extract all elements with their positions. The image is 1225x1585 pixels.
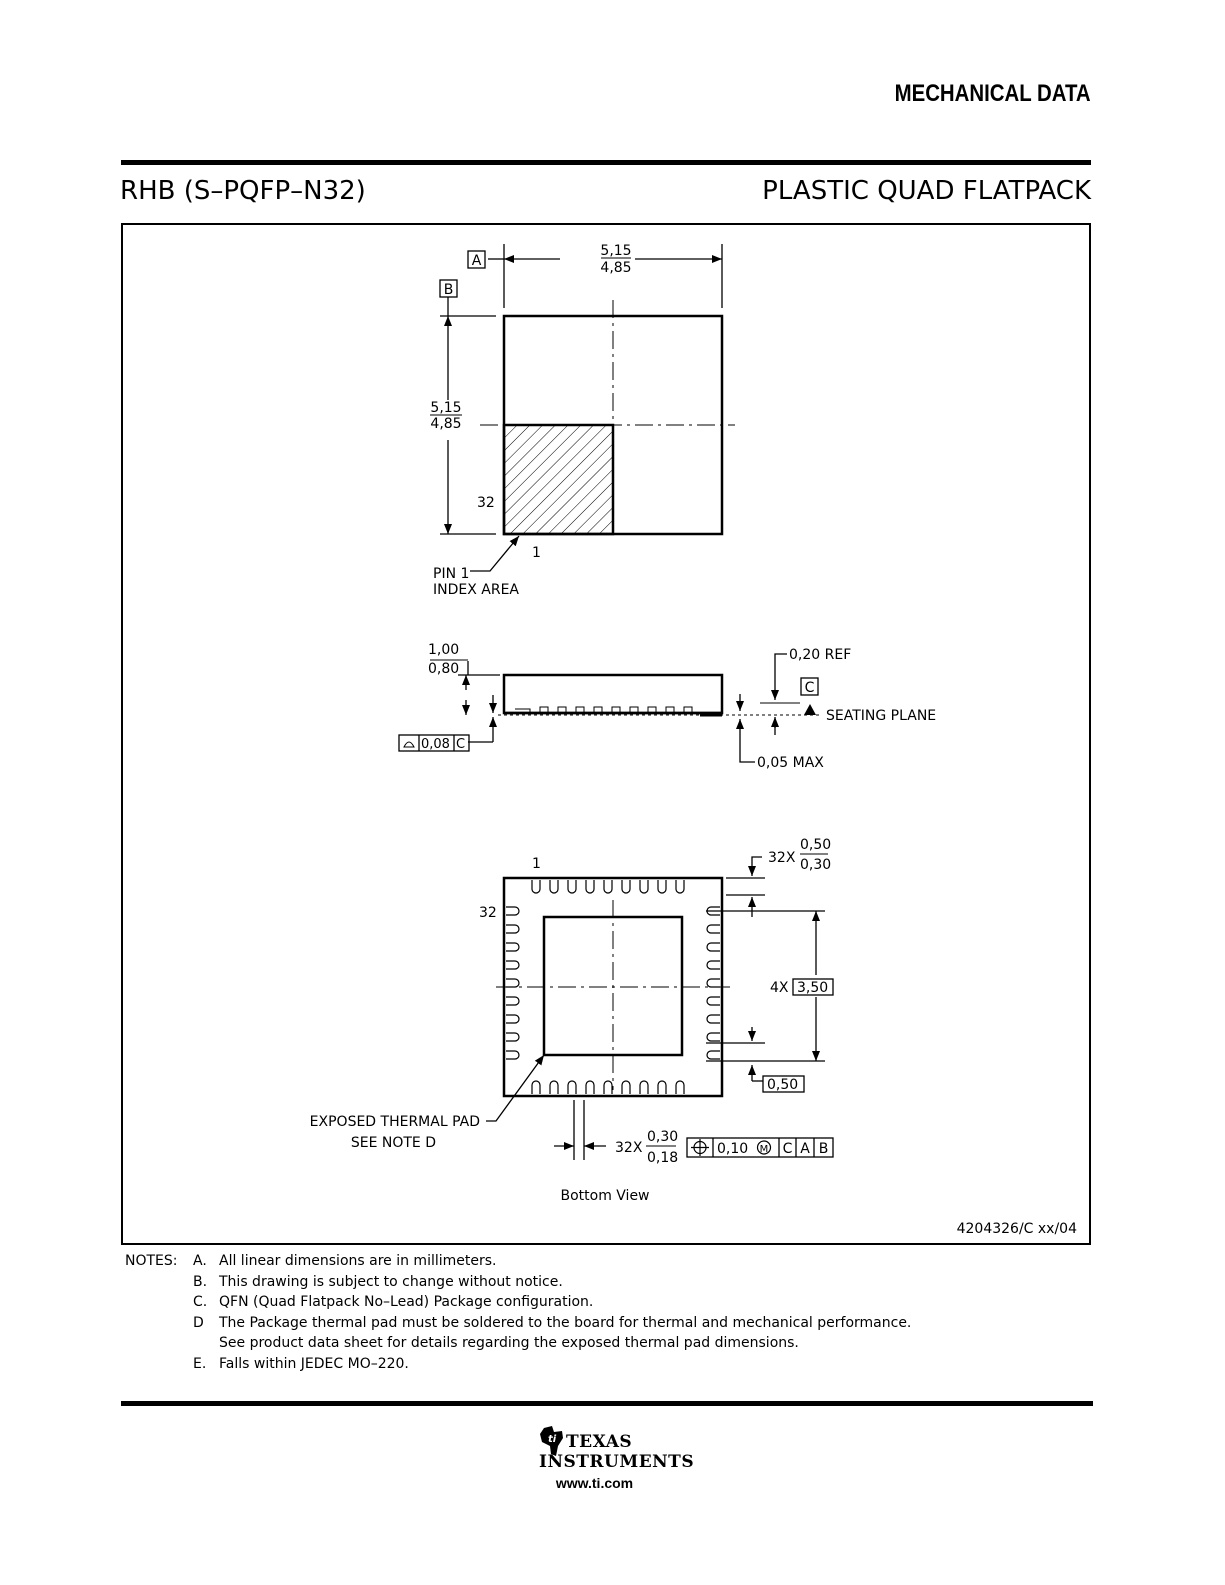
lead-width-max: 0,30 [647,1129,678,1145]
lead-width-min: 0,18 [647,1150,678,1166]
top-pin-1-label: 1 [532,545,541,561]
top-view [430,244,735,572]
side-thick-min: 0,80 [428,661,459,677]
bottom-pin-1-label: 1 [532,856,541,872]
note-b: B.This drawing is subject to change with… [193,1273,563,1290]
bottom-view-caption: Bottom View [560,1188,649,1204]
drawing-frame [121,223,1091,1245]
lead-length-count: 32X [768,850,796,866]
span-count: 4X [770,980,789,996]
pin1-index-area [502,423,615,536]
flatness-frame [398,734,470,752]
frame-datum-c: C [783,1141,793,1157]
header-rule [121,160,1091,165]
side-ref-label: 0,20 REF [789,647,851,663]
lead-width-count: 32X [615,1140,643,1156]
svg-text:M: M [760,1144,769,1155]
bottom-view [486,853,834,1160]
logo-text-instruments: INSTRUMENTS [539,1452,695,1472]
logo-text-texas: TEXAS [566,1432,633,1452]
package-type: PLASTIC QUAD FLATPACK [762,176,1091,206]
top-pin-32-label: 32 [477,495,495,511]
pitch-value: 0,50 [767,1077,798,1093]
flatness-value: 0,08 [421,737,450,752]
seating-plane-label: SEATING PLANE [826,708,936,724]
datum-a-box [467,250,486,269]
footer-rule [121,1401,1093,1406]
datum-c-box [800,677,819,696]
page-header-title: MECHANICAL DATA [894,80,1091,107]
top-height-max: 5,15 [430,400,461,416]
standoff-label: 0,05 MAX [757,755,824,771]
flatness-datum: C [456,737,465,752]
ti-logo-icon: ti [540,1426,563,1456]
pin1-index-line1: PIN 1 [433,566,469,582]
top-height-min: 4,85 [430,416,461,432]
position-tol-value: 0,10 [717,1141,748,1157]
package-code: RHB (S–PQFP–N32) [120,176,366,206]
datum-a-label: A [472,253,482,269]
lead-length-min: 0,30 [800,857,831,873]
top-width-min: 4,85 [600,260,631,276]
side-thick-max: 1,00 [428,642,459,658]
frame-datum-b: B [819,1141,829,1157]
pitch-basic-box [762,1075,805,1093]
note-c: C.QFN (Quad Flatpack No–Lead) Package co… [193,1294,594,1310]
drawing-number: 4204326/C xx/04 [957,1221,1077,1237]
side-view [398,653,820,763]
frame-datum-a: A [800,1141,810,1157]
span-basic-box [792,978,834,996]
bottom-pin-32-label: 32 [479,905,497,921]
lead-length-max: 0,50 [800,837,831,853]
website-link[interactable]: www.ti.com [555,1475,634,1491]
top-width-max: 5,15 [600,243,631,259]
pad-label-line2: SEE NOTE D [351,1135,436,1151]
datum-b-label: B [444,282,454,298]
pin1-index-line2: INDEX AREA [433,582,519,598]
notes-label: NOTES: [125,1253,178,1269]
pad-label-line1: EXPOSED THERMAL PAD [310,1114,480,1130]
note-e: E.Falls within JEDEC MO–220. [193,1355,409,1372]
note-d-continued: See product data sheet for details regar… [219,1335,799,1351]
svg-text:ti: ti [548,1434,557,1445]
span-value: 3,50 [797,980,828,996]
side-datum-c-label: C [805,680,815,696]
position-tolerance-frame [686,1137,834,1158]
note-a: A.All linear dimensions are in millimete… [193,1253,497,1269]
